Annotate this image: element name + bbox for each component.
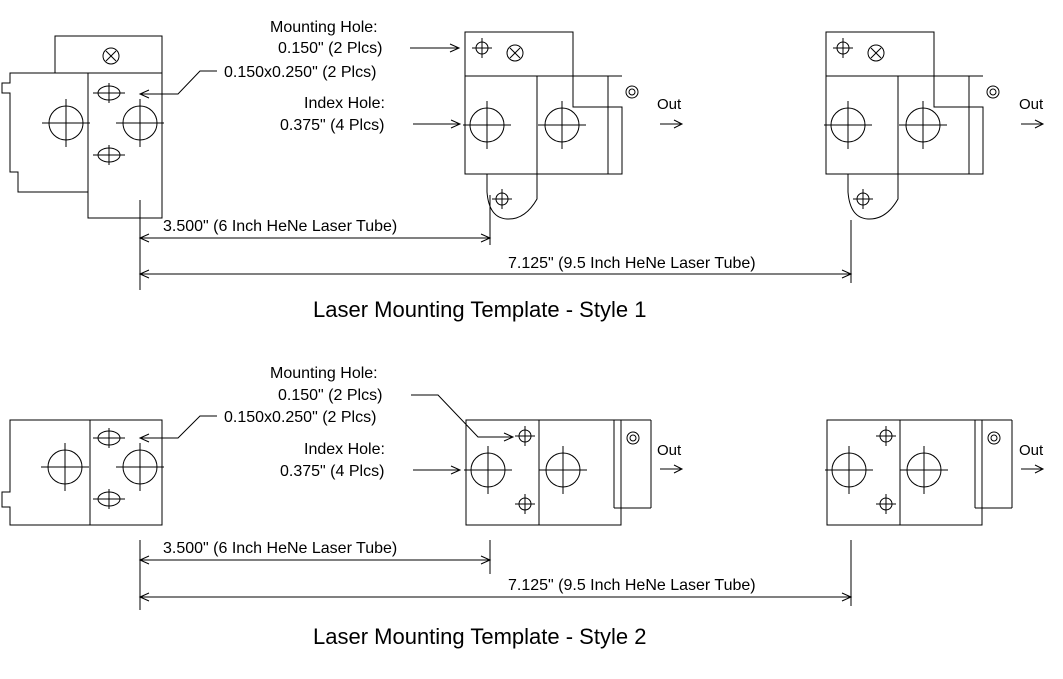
style1-caption: Laser Mounting Template - Style 1 [313, 297, 646, 322]
style1-right-block [824, 32, 999, 219]
style1-group: Out Out Mounting Hole: 0.150" (2 Plcs) 0… [1, 19, 1044, 322]
style2-out-label-a: Out [657, 442, 682, 459]
style2-index-hole-label: Index Hole: [304, 441, 385, 458]
style1-reference-block [1, 35, 165, 219]
style1-out-label-a: Out [657, 96, 682, 113]
style2-dim-short: 3.500" (6 Inch HeNe Laser Tube) [163, 540, 397, 557]
style2-mounting-hole-label: Mounting Hole: [270, 365, 378, 382]
style1-index-hole-label: Index Hole: [304, 95, 385, 112]
style2-group: Out Out Mounting Hole: 0.150" (2 Plcs) 0… [1, 365, 1044, 649]
style2-right-block [825, 420, 1012, 525]
style1-dim-short: 3.500" (6 Inch HeNe Laser Tube) [163, 218, 397, 235]
style2-reference-block [1, 419, 165, 526]
style2-out-label-b: Out [1019, 442, 1044, 459]
style2-caption: Laser Mounting Template - Style 2 [313, 624, 646, 649]
style1-mounting-hole-label: Mounting Hole: [270, 19, 378, 36]
style1-index-hole-size: 0.375" (4 Plcs) [280, 117, 384, 134]
style1-dim-long: 7.125" (9.5 Inch HeNe Laser Tube) [508, 255, 756, 272]
style1-center-block [463, 32, 638, 219]
style1-mounting-hole-size: 0.150" (2 Plcs) [278, 40, 382, 57]
style2-mounting-hole-size: 0.150" (2 Plcs) [278, 387, 382, 404]
style1-out-label-b: Out [1019, 96, 1044, 113]
style2-slot-size: 0.150x0.250" (2 Plcs) [224, 409, 376, 426]
style2-index-hole-size: 0.375" (4 Plcs) [280, 463, 384, 480]
style2-center-block [464, 420, 651, 525]
style1-slot-size: 0.150x0.250" (2 Plcs) [224, 64, 376, 81]
style2-dim-long: 7.125" (9.5 Inch HeNe Laser Tube) [508, 577, 756, 594]
